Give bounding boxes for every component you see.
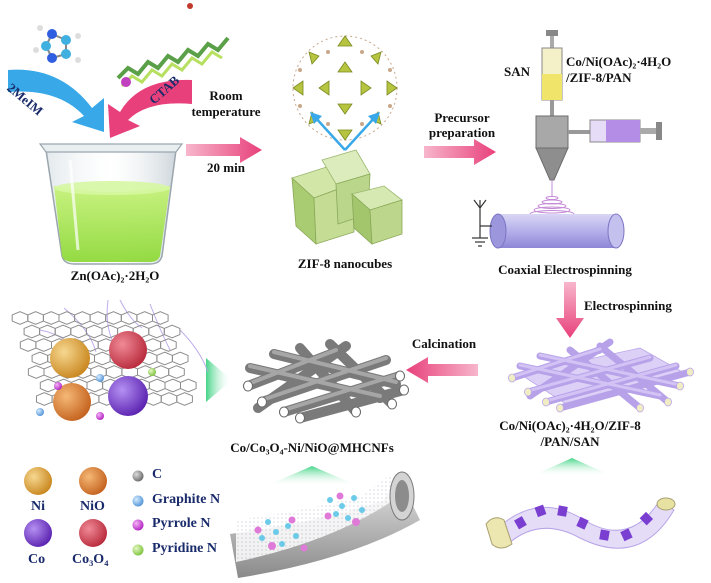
legend-label-graphite-n: Graphite N — [152, 492, 221, 507]
legend-label-co3o4: Co₃O₄ — [72, 552, 109, 567]
graphene-hex-cell — [85, 324, 103, 339]
2meim-arrow — [8, 69, 104, 132]
graphene-hex-cell — [35, 338, 52, 352]
spiral-jet-icon — [529, 180, 575, 218]
graphene-hex-cell — [23, 324, 41, 339]
graphene-hex-cell — [74, 311, 91, 325]
core-shell-fiber-icon — [485, 497, 676, 549]
graphene-hex-cell — [160, 392, 178, 406]
label-core-2: /ZIF-8/PAN — [566, 70, 632, 85]
legend-graphite-n-atom-icon — [132, 495, 144, 507]
legend-label-pyrrole-n: Pyrrole N — [152, 516, 211, 531]
carbon-fiber-mat-icon — [243, 339, 409, 424]
2meim-molecule-icon — [33, 25, 81, 63]
graphene-hex-cell — [70, 324, 87, 339]
graphene-hex-cell — [54, 324, 72, 339]
arrow-calcination — [406, 357, 478, 383]
label-san: SAN — [504, 64, 531, 79]
graphene-hex-cell — [180, 378, 197, 393]
legend-co3o4-sphere-icon — [79, 519, 107, 547]
graphene-hex-cell — [152, 311, 169, 325]
graphene-hex-cell — [136, 311, 153, 325]
spinneret-nozzle-icon — [535, 115, 569, 181]
graphene-hex-cell — [105, 311, 122, 325]
legend-c-atom-icon — [132, 470, 144, 482]
graphene-hex-cell — [19, 338, 37, 352]
graphene-hex-cell — [163, 324, 181, 339]
label-beaker: Zn(OAc)₂·2H₂O — [70, 268, 160, 283]
zoom-triangle-bottom-center — [266, 466, 358, 486]
ctab-molecule-icon — [116, 3, 230, 88]
zoom-triangle-left — [206, 358, 232, 402]
label-fibers-1: Co/Ni(OAc)₂·4H₂O/ZIF-8 — [499, 418, 641, 433]
graphene-hex-cell — [148, 378, 166, 393]
graphene-hex-cell — [94, 351, 111, 366]
arrow-precursor-preparation — [424, 139, 496, 165]
legend-label-nio: NiO — [80, 499, 105, 514]
collector-drum-icon — [472, 199, 625, 249]
graphene-hex-cell — [36, 392, 53, 406]
graphene-hex-cell — [164, 378, 181, 393]
graphene-hex-cell — [105, 365, 123, 379]
label-coaxial-electrospinning: Coaxial Electrospinning — [498, 262, 632, 277]
arrow-electrospinning — [556, 282, 584, 338]
graphene-hex-cell — [176, 392, 193, 406]
graphene-hex-cell — [42, 311, 60, 325]
legend-pyridine-n-atom-icon — [132, 544, 144, 556]
precursor-fiber-mat-icon — [508, 338, 694, 413]
graphene-hex-cell — [11, 311, 29, 325]
label-zif8-nanocubes: ZIF-8 nanocubes — [297, 256, 393, 271]
legend-label-c: C — [152, 467, 163, 482]
graphene-nanoparticles-icon — [11, 299, 209, 421]
legend-label-pyridine-n: Pyridine N — [152, 541, 217, 556]
legend-label-co: Co — [28, 552, 46, 567]
label-step-room-1: Room — [209, 88, 243, 103]
hollow-carbon-nanofiber-icon — [230, 471, 420, 578]
legend — [24, 467, 144, 556]
graphene-hex-cell — [160, 338, 177, 352]
label-core-1: Co/Ni(OAc)₂·4H₂O — [566, 54, 672, 69]
graphene-hex-cell — [171, 351, 189, 366]
label-step-electrospinning: Electrospinning — [584, 298, 672, 313]
legend-ni-sphere-icon — [24, 467, 52, 495]
syringe-vertical-icon — [541, 30, 563, 116]
label-product: Co/Co₃O₄-Ni/NiO@MHCNFs — [230, 440, 394, 455]
label-step-precursor-1: Precursor — [434, 110, 490, 125]
legend-co-sphere-icon — [24, 519, 52, 547]
graphene-hex-cell — [156, 351, 173, 366]
graphene-hex-cell — [31, 351, 49, 366]
legend-nio-sphere-icon — [79, 467, 107, 495]
syringe-horizontal-icon — [568, 119, 662, 143]
graphene-hex-cell — [120, 311, 138, 325]
legend-pyrrole-n-atom-icon — [132, 519, 144, 531]
zoom-triangle-bottom-right — [532, 458, 612, 476]
ctab-arrow — [108, 79, 192, 138]
graphene-hex-cell — [27, 311, 44, 325]
arrow-room-temperature — [186, 137, 262, 163]
zif8-nanocubes-icon — [291, 149, 403, 245]
label-step-room-2: temperature — [191, 104, 261, 119]
graphene-hex-cell — [148, 324, 165, 339]
graphene-hex-cell — [168, 365, 185, 379]
label-step-precursor-2: preparation — [428, 125, 496, 140]
legend-label-ni: Ni — [31, 499, 45, 514]
label-step-calcination: Calcination — [411, 336, 477, 351]
graphene-hex-cell — [27, 365, 45, 379]
graphene-hex-cell — [39, 378, 57, 393]
graphene-hex-cell — [144, 338, 162, 352]
graphene-hex-cell — [89, 311, 107, 325]
label-step-room-3: 20 min — [207, 160, 245, 175]
zoom-lines — [310, 112, 380, 151]
label-fibers-2: /PAN/SAN — [540, 434, 600, 449]
graphene-hex-cell — [58, 311, 76, 325]
zif8-framework-icon — [292, 35, 398, 141]
beaker-icon — [38, 143, 184, 265]
